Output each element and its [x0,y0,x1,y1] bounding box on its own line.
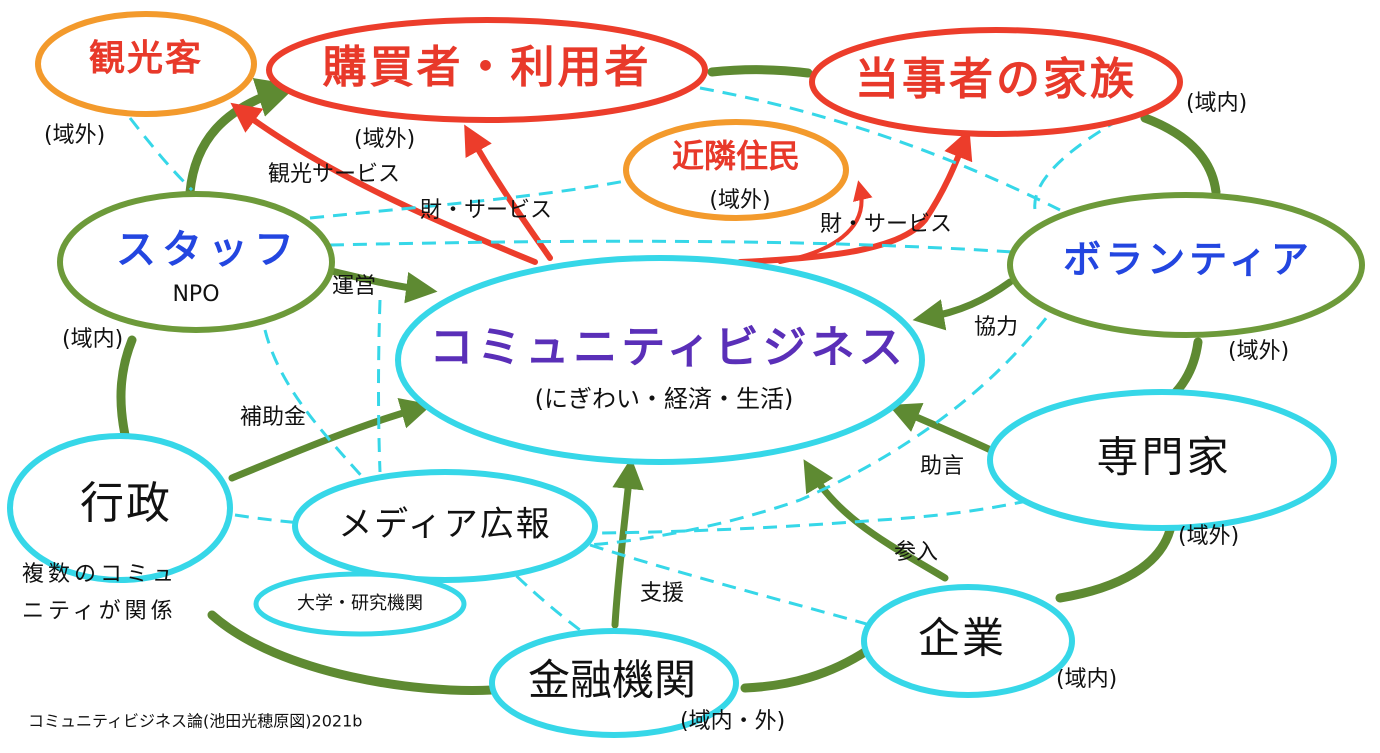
label-gyousei-note-1: 複数のコミュ [22,562,178,587]
label-iki-senmon: (域外) [1178,524,1239,549]
node-toujisha-ellipse [809,27,1183,137]
node-cb-sub: (にぎわい・経済・生活) [535,385,794,413]
node-kinyu: 金融機関 [528,656,696,705]
cycle-arc-kigyo-to-kinyu [740,645,873,693]
arrow-to-kinrin [778,180,873,264]
dashed-relations [128,86,1141,632]
relation-labels: (域外) (域外) (域内) (域内) (域外) (域外) (域内) (域内・外… [22,91,1289,734]
label-jogen: 助言 [920,454,964,479]
node-gyousei-ellipse [7,433,233,583]
label-iki-kinyu: (域内・外) [680,709,785,734]
node-senmonka: 専門家 [1096,433,1231,482]
green-arrows [228,264,1014,629]
node-media-ellipse [292,469,598,583]
outer-cycle [116,65,1221,695]
label-unei: 運営 [332,274,376,299]
cycle-arc-senmon-to-kigyo [1055,525,1175,603]
node-staff: スタッフ [116,227,300,273]
label-kyoryoku: 協力 [974,315,1018,340]
label-sannyu: 参入 [894,540,938,565]
cycle-arc-staff-to-konyu [185,78,298,197]
cycle-arc-kinyu-to-gyousei [207,610,497,695]
node-staff-sub: NPO [172,282,219,307]
cycle-arc-konyu-to-touji [707,65,813,78]
arrow-shien [611,457,644,629]
cycle-arc-gyousei-to-staff [116,335,137,440]
node-kankokyaku: 観光客 [89,38,203,79]
label-iki-kigyo: (域内) [1056,667,1117,692]
node-media: メディア広報 [338,505,552,545]
node-daigaku: 大学・研究機関 [297,593,423,614]
label-iki-volunteer: (域外) [1228,339,1289,364]
label-shien: 支援 [640,581,684,606]
node-kinyu-ellipse [489,628,739,738]
arrow-zai-service-left [464,124,553,261]
arrow-kanko-service [230,102,538,265]
credit-text: コミュニティビジネス論(池田光穂原図)2021b [28,712,362,731]
node-ellipses [7,11,1365,738]
label-iki-touji: (域内) [1186,91,1247,116]
node-cb-ellipse [395,255,925,465]
red-arrows [230,102,973,265]
label-zai-service-right: 財・サービス [820,212,952,237]
node-kinrin-sub: (域外) [709,188,770,213]
node-toujisha: 当事者の家族 [855,54,1137,105]
node-kankokyaku-ellipse [35,11,257,117]
label-zai-service-left: 財・サービス [420,198,552,223]
node-kigyo-ellipse [861,584,1075,698]
node-kigyo: 企業 [918,614,1006,663]
arrow-sannyu [803,459,949,582]
node-volunteer-ellipse [1007,192,1365,338]
arrow-kyoryoku [912,278,1014,331]
node-senmonka-ellipse [987,389,1337,531]
label-gyousei-note-2: ニティが関係 [22,599,177,624]
node-kinrin: 近隣住民 [672,137,800,175]
label-kanko-service: 観光サービス [268,162,400,187]
label-iki-staff: (域内) [62,327,123,352]
node-staff-ellipse [57,191,335,333]
node-gyousei: 行政 [80,478,172,529]
label-iki-konyu: (域外) [354,127,415,152]
arrow-jogen [888,402,999,456]
node-volunteer: ボランティア [1063,238,1313,282]
node-texts: 観光客 購買者・利用者 当事者の家族 近隣住民 (域外) スタッフ NPO ボラ… [80,38,1313,705]
node-konyusha: 購買者・利用者 [323,42,652,93]
node-kinrin-ellipse [623,119,849,221]
node-cb: コミュニティビジネス [429,322,906,373]
label-iki-kanko: (域外) [44,123,105,148]
node-konyusha-ellipse [266,17,708,123]
node-daigaku-ellipse [253,571,467,637]
cycle-arc-touji-to-volunteer [1140,113,1221,197]
label-hojokin: 補助金 [240,405,306,430]
